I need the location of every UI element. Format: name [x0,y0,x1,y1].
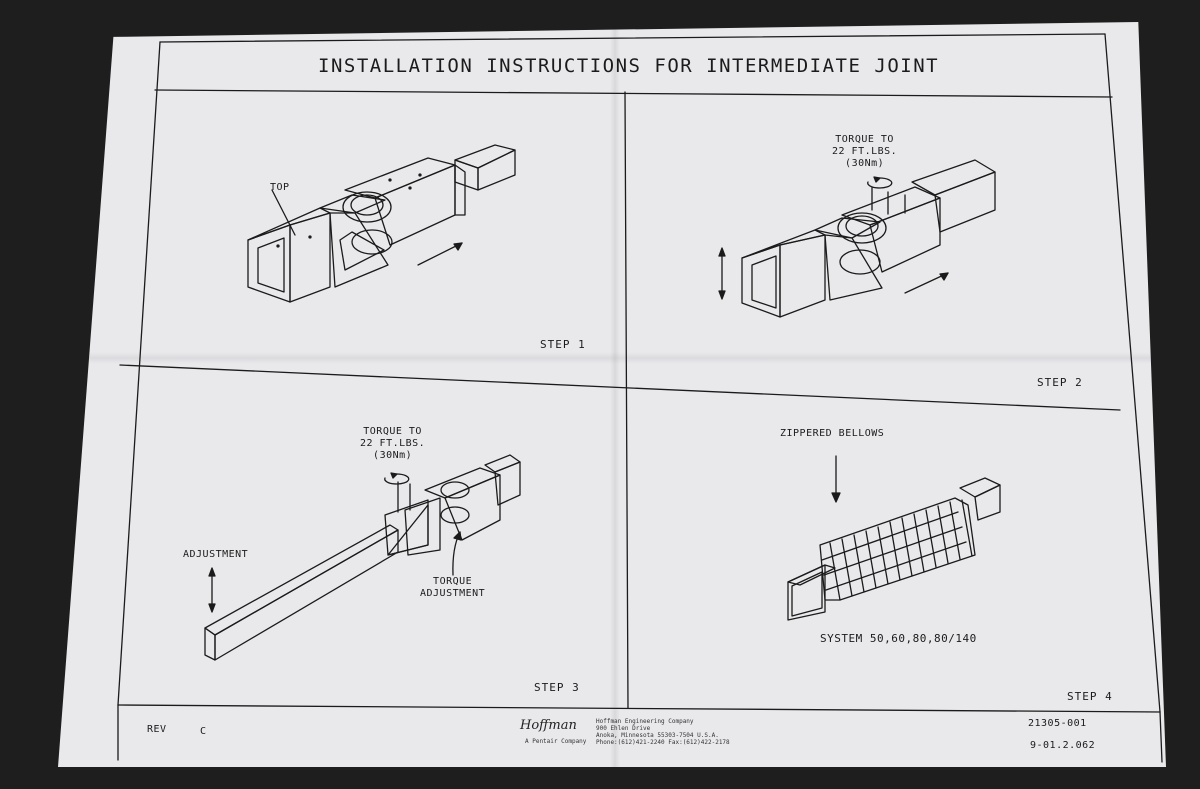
torque-adjustment-text: TORQUE ADJUSTMENT [420,576,485,600]
company-subtitle: A Pentair Company [525,738,587,745]
step2-torque-line1: TORQUE TO [835,134,894,145]
part-number: 21305-001 [1028,718,1087,729]
document-code: 9-01.2.062 [1030,740,1096,751]
step2-label: STEP 2 [1037,376,1083,389]
step4-label: STEP 4 [1067,690,1113,703]
step2-torque-line2: 22 FT.LBS. [832,146,898,157]
company-logo: Hoffman [520,718,577,733]
instruction-sheet [58,22,1166,767]
top-label: TOP [270,182,290,193]
company-address-line3: Anoka, Minnesota 55303-7504 U.S.A. [596,732,719,739]
system-models-label: SYSTEM 50,60,80,80/140 [820,632,977,645]
company-address-line2: 900 Ehlen Drive [596,725,651,732]
fold-crease-vertical [610,22,620,767]
step2-torque-line3: (30Nm) [845,158,885,169]
step3-label: STEP 3 [534,681,580,694]
step3-torque-line1: TORQUE TO [363,426,422,437]
step3-torque-line2: 22 FT.LBS. [360,438,426,449]
frame-lines [117,33,1161,713]
adjustment-label: ADJUSTMENT [183,549,249,560]
page-title: INSTALLATION INSTRUCTIONS FOR INTERMEDIA… [318,55,940,77]
step3-torque-text: TORQUE TO 22 FT.LBS. (30Nm) [360,426,425,462]
step2-torque-text: TORQUE TO 22 FT.LBS. (30Nm) [832,134,897,170]
step1-label: STEP 1 [540,338,586,351]
step3-joint-drawing [204,454,521,661]
rev-value: C [200,726,207,737]
zippered-bellows-label: ZIPPERED BELLOWS [780,428,885,439]
company-address: Hoffman Engineering Company 900 Ehlen Dr… [596,718,730,746]
step1-joint-drawing [247,144,516,303]
rev-label: REV [147,724,167,735]
company-address-line1: Hoffman Engineering Company [596,718,694,725]
torque-adjustment-line2: ADJUSTMENT [420,588,486,599]
company-address-line4: Phone:(612)421-2240 Fax:(612)422-2178 [596,739,730,746]
step4-bellows-drawing [787,455,1001,621]
step2-joint-drawing [718,159,996,318]
step3-torque-line3: (30Nm) [373,450,413,461]
fold-crease-horizontal [58,352,1166,364]
footer-rules [117,704,1163,763]
torque-adjustment-line1: TORQUE [433,576,473,587]
